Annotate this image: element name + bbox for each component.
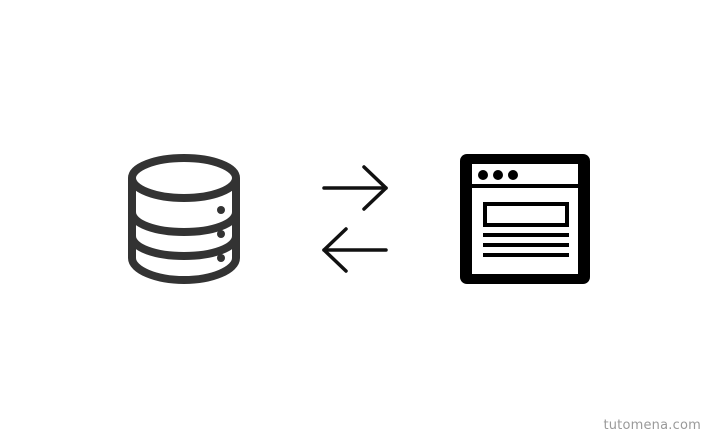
arrow-left-icon <box>322 227 388 273</box>
browser-window-icon <box>460 154 590 284</box>
database-icon <box>128 154 240 284</box>
arrow-right-icon <box>322 165 388 211</box>
watermark-text: tutomena.com <box>603 418 701 433</box>
